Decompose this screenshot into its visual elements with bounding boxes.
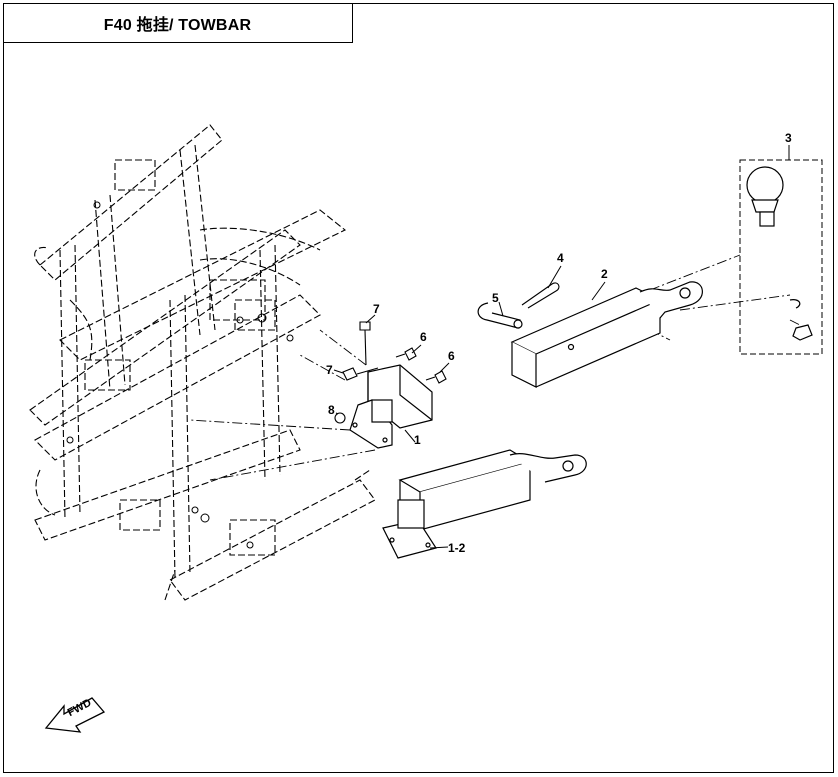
callout-7-lower: 7 [326,363,333,377]
part-1-receiver-bracket [349,364,433,449]
callout-7-upper: 7 [373,302,380,316]
part-4-clip [521,282,560,309]
callout-1: 1 [414,433,421,447]
callout-leaders [333,145,790,549]
callout-8: 8 [328,403,335,417]
callout-2: 2 [601,267,608,281]
part-2-drawbar [510,281,703,388]
callout-6-upper: 6 [420,330,427,344]
part-5-pin [477,302,523,329]
part-3-ball-kit [739,159,823,355]
forward-arrow-icon [44,697,106,733]
page-title: F40 拖挂/ TOWBAR [3,3,353,43]
callout-6-lower: 6 [448,349,455,363]
frame-bolts [66,201,294,549]
part-1-2-long-receiver [382,449,587,559]
leader-lines [189,254,801,481]
vehicle-frame [29,124,376,601]
callout-4: 4 [557,251,564,265]
callout-1-2: 1-2 [448,541,466,555]
drawing-sheet [3,3,834,773]
callout-3: 3 [785,131,792,145]
callout-5: 5 [492,291,499,305]
bolts [334,321,447,424]
